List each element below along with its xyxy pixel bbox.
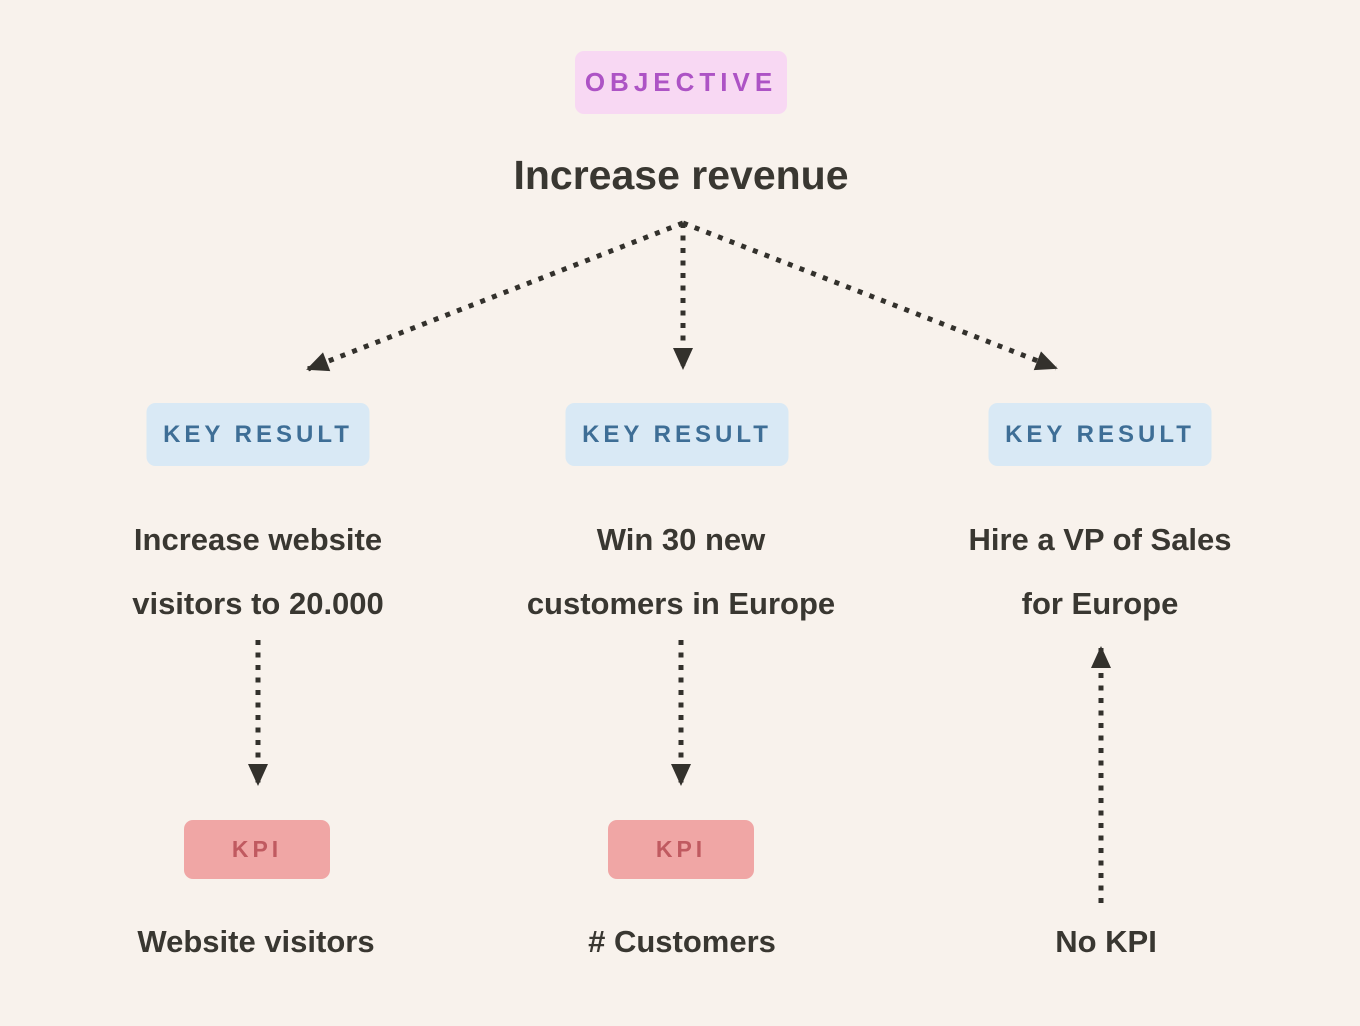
kpi-badge-1: KPI xyxy=(184,820,330,879)
key-result-badge-3: KEY RESULT xyxy=(988,403,1212,466)
key-result-text-2-line2: customers in Europe xyxy=(526,586,836,621)
key-result-text-3-line2: for Europe xyxy=(1021,586,1179,621)
key-result-text-1-line2: visitors to 20.000 xyxy=(132,586,384,621)
kpi-label-1: Website visitors xyxy=(137,924,375,959)
arrow-objective-to-keyresult-3 xyxy=(682,220,1058,371)
key-result-badge-2: KEY RESULT xyxy=(565,403,789,466)
key-result-text-3-line1: Hire a VP of Sales xyxy=(968,522,1232,557)
arrow-objective-to-keyresult-1 xyxy=(306,220,684,372)
key-result-text-1-line1: Increase website xyxy=(133,522,383,557)
key-result-text-2: Win 30 new customers in Europe xyxy=(527,508,835,636)
key-result-badge-1: KEY RESULT xyxy=(146,403,370,466)
kpi-label-2: # Customers xyxy=(588,924,776,959)
key-result-text-1: Increase website visitors to 20.000 xyxy=(132,508,384,636)
key-result-text-2-line1: Win 30 new xyxy=(596,522,766,557)
key-result-text-3: Hire a VP of Sales for Europe xyxy=(968,508,1231,636)
objective-badge: OBJECTIVE xyxy=(575,51,787,114)
kpi-label-3: No KPI xyxy=(1055,924,1157,959)
objective-title: Increase revenue xyxy=(513,152,849,198)
kpi-badge-2: KPI xyxy=(608,820,754,879)
